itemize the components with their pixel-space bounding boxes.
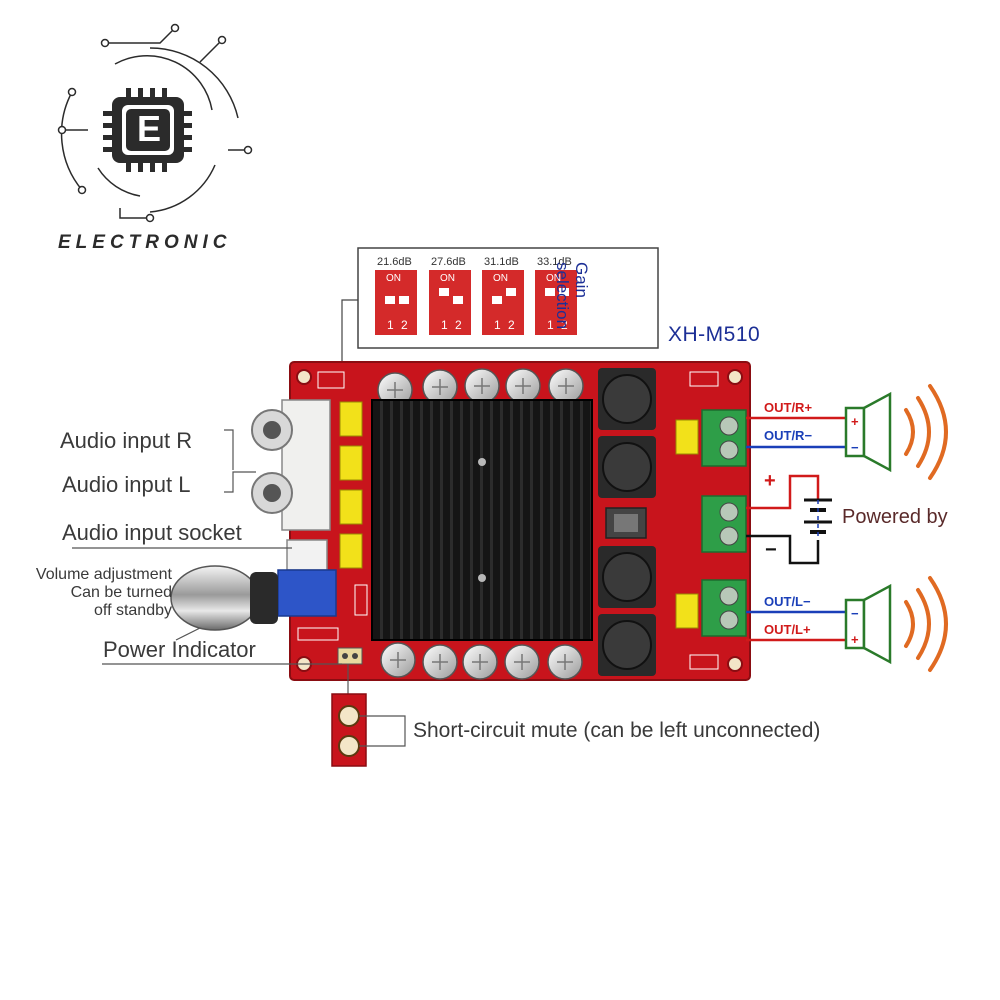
brand-name: ELECTRONIC [58, 232, 232, 253]
gain-db-1: 21.6dB [377, 256, 412, 268]
mute-header [337, 647, 363, 665]
label-audio-input-socket: Audio input socket [62, 520, 242, 545]
amplifier-board [170, 361, 751, 681]
label-out-l-plus: OUT/L+ [764, 622, 811, 637]
dip-num-3a: 1 [494, 318, 501, 332]
label-power-minus: − [765, 539, 777, 561]
volume-line-3: off standby [94, 602, 172, 619]
dip-num-2b: 2 [455, 318, 462, 332]
capacitor-row-bottom [380, 642, 583, 680]
mute-callout [331, 664, 406, 767]
label-power-plus: + [764, 470, 776, 492]
svg-text:+: + [851, 632, 859, 647]
volume-line-1: Volume adjustment [35, 566, 172, 583]
film-capacitors [339, 401, 699, 629]
gain-title-line1: Gain [572, 262, 591, 298]
gain-leader-line [341, 299, 358, 365]
speaker-left: − + [844, 576, 948, 672]
output-wires [746, 416, 846, 642]
label-out-r-plus: OUT/R+ [764, 400, 813, 415]
svg-text:+: + [851, 414, 859, 429]
brand-logo [57, 23, 253, 223]
dip-on-2: ON [440, 273, 455, 284]
svg-text:−: − [851, 606, 859, 621]
gain-db-4: 33.1dB [537, 256, 572, 268]
leader-lines [72, 429, 342, 665]
dip-on-4: ON [546, 273, 561, 284]
volume-potentiometer [170, 565, 337, 631]
regulator-chip [605, 507, 647, 539]
label-out-l-minus: OUT/L− [764, 594, 811, 609]
dip-switch-icons [375, 270, 577, 335]
dip-num-1a: 1 [387, 318, 394, 332]
model-number: XH-M510 [668, 323, 761, 346]
power-wires [746, 474, 832, 565]
gain-selection-title: Gain selection [553, 262, 591, 340]
logo-letter: E [137, 108, 162, 149]
speaker-right: + − [844, 384, 948, 480]
dip-num-1b: 2 [401, 318, 408, 332]
label-audio-input-l: Audio input L [62, 472, 191, 497]
label-power-indicator: Power Indicator [103, 637, 256, 662]
dip-on-1: ON [386, 273, 401, 284]
dip-on-3: ON [493, 273, 508, 284]
gain-db-2: 27.6dB [431, 256, 466, 268]
input-socket-connector [286, 539, 328, 571]
gain-title-line2: selection [553, 262, 572, 330]
dip-num-3b: 2 [508, 318, 515, 332]
label-short-circuit-mute: Short-circuit mute (can be left unconnec… [413, 719, 821, 742]
gain-db-3: 31.1dB [484, 256, 519, 268]
label-audio-input-r: Audio input R [60, 428, 193, 453]
screw-terminals [701, 409, 747, 637]
volume-line-2: Can be turned [70, 584, 172, 601]
inductors [598, 368, 656, 676]
label-powered-by: Powered by [842, 506, 948, 528]
dip-num-4b: 2 [561, 318, 568, 332]
capacitor-row-top [377, 368, 584, 408]
svg-text:−: − [851, 440, 859, 455]
rca-jacks [251, 399, 331, 531]
label-out-r-minus: OUT/R− [764, 428, 813, 443]
dip-num-2a: 1 [441, 318, 448, 332]
heatsink [371, 399, 593, 641]
dip-num-4a: 1 [547, 318, 554, 332]
label-volume-adjustment: Volume adjustment Can be turned off stan… [8, 566, 172, 620]
